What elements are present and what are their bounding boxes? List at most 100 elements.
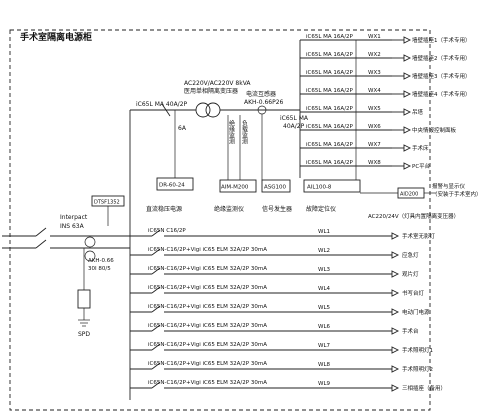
lower-load-label: 手术照明灯2 bbox=[402, 365, 433, 373]
main-breaker-rating: 6A bbox=[178, 125, 187, 132]
akh-label-2: 30I 80/5 bbox=[88, 266, 111, 272]
lower-circuit-id: WL5 bbox=[318, 305, 331, 311]
arrow-icon bbox=[403, 108, 412, 116]
lower-circuit-row: iC65N-C16/2P+Vigi iC65 ELM 32A/2P 30mA WL… bbox=[130, 266, 419, 278]
upper-breaker-label: iC65L MA 16A/2P bbox=[306, 88, 354, 94]
ct-label-2: AKH-0.66P26 bbox=[244, 99, 284, 106]
transformer-label-2: 医用单相隔离变压器 bbox=[184, 87, 238, 95]
secondary-breaker-label-2: 40A/2P bbox=[283, 123, 305, 130]
upper-load-label: 中央情报控制面板 bbox=[412, 126, 457, 134]
arrow-icon bbox=[391, 232, 400, 240]
upper-load-label: 墙壁插座3（手术专用） bbox=[412, 72, 471, 80]
lower-breaker-label: iC65N C16/2P bbox=[148, 228, 186, 234]
arrow-icon bbox=[391, 251, 400, 259]
upper-circuit-id: WX4 bbox=[368, 88, 381, 94]
arrow-icon bbox=[391, 327, 400, 335]
arrow-icon bbox=[403, 90, 412, 98]
arrow-icon bbox=[403, 162, 412, 170]
lower-load-label: 应急灯 bbox=[402, 251, 419, 259]
alarm-label-2: （安装于手术室内） bbox=[432, 190, 482, 198]
arrow-icon bbox=[403, 36, 412, 44]
interpact-label-1: Interpact bbox=[60, 214, 88, 221]
upper-circuit-id: WX2 bbox=[368, 52, 381, 58]
aid-device-label: AID200 bbox=[400, 192, 418, 198]
upper-load-label: 墙壁插座1（手术专用） bbox=[412, 36, 471, 44]
ail-device-label: AIL100-8 bbox=[307, 185, 332, 191]
upper-circuit-row: iC65L MA 16A/2P WX7 手术床 bbox=[300, 142, 429, 152]
arrow-icon bbox=[391, 289, 400, 297]
lower-circuit-id: WL1 bbox=[318, 229, 330, 235]
lower-breaker-label: iC65N-C16/2P+Vigi iC65 ELM 32A/2P 30mA bbox=[148, 304, 267, 310]
upper-circuit-id: WX8 bbox=[368, 160, 381, 166]
lower-load-label: 手术室无影灯 bbox=[402, 232, 436, 240]
lower-circuit-row: iC65N-C16/2P+Vigi iC65 ELM 32A/2P 30mA WL… bbox=[130, 323, 419, 335]
cabinet-outline bbox=[9, 29, 431, 411]
transformer-secondary-coil bbox=[205, 102, 221, 118]
upper-load-label: 墙壁插座4（手术专用） bbox=[412, 90, 471, 98]
arrow-icon bbox=[391, 384, 400, 392]
column-header-dc-supply: 直流稳压电源 bbox=[146, 205, 182, 213]
transformer-section: AC220V/AC220V 8kVA 医用单相隔离变压器 iC65L MA 40… bbox=[136, 80, 309, 193]
arrow-icon bbox=[391, 346, 400, 354]
upper-breaker-label: iC65L MA 16A/2P bbox=[306, 52, 354, 58]
upper-breaker-label: iC65L MA 16A/2P bbox=[306, 124, 354, 130]
arrow-icon bbox=[403, 126, 412, 134]
lower-breaker-label: iC65N-C16/2P+Vigi iC65 ELM 32A/2P 30mA bbox=[148, 342, 267, 348]
lower-breaker-label: iC65N-C16/2P+Vigi iC65 ELM 32A/2P 30mA bbox=[148, 247, 267, 253]
upper-circuit-row: iC65L MA 16A/2P WX8 PC平台 bbox=[300, 160, 431, 170]
upper-breaker-label: iC65L MA 16A/2P bbox=[306, 142, 354, 148]
lamp-supply-label: AC220/24V（灯具内置隔离变压器） bbox=[368, 212, 459, 220]
column-header-insulation-monitor: 绝缘监测仪 bbox=[214, 205, 244, 213]
upper-load-label: 墙壁插座2（手术专用） bbox=[412, 54, 471, 62]
upper-load-label: 手术床 bbox=[412, 144, 429, 152]
upper-breaker-label: iC65L MA 16A/2P bbox=[306, 70, 354, 76]
asg-device-label: ASG100 bbox=[264, 185, 287, 191]
lower-circuit-id: WL2 bbox=[318, 248, 330, 254]
lower-circuit-row: iC65N-C16/2P+Vigi iC65 ELM 32A/2P 30mA WL… bbox=[130, 247, 419, 259]
lower-circuit-id: WL3 bbox=[318, 267, 331, 273]
aim-device-label: AIM-M200 bbox=[221, 185, 249, 191]
arrow-icon bbox=[403, 144, 412, 152]
column-header-signal-generator: 信号发生器 bbox=[262, 205, 292, 213]
lower-circuit-row: iC65N-C16/2P+Vigi iC65 ELM 32A/2P 30mA WL… bbox=[130, 342, 433, 354]
dtsf-meter-label: DTSF1352 bbox=[94, 200, 120, 206]
alarm-label-1: 报警与显示仪 bbox=[432, 182, 466, 190]
upper-circuit-id: WX7 bbox=[368, 142, 381, 148]
secondary-breaker-label-1: iC65L MA bbox=[280, 115, 309, 122]
arrow-icon bbox=[403, 72, 412, 80]
lower-breaker-label: iC65N-C16/2P+Vigi iC65 ELM 32A/2P 30mA bbox=[148, 380, 267, 386]
arrow-icon bbox=[391, 270, 400, 278]
lower-circuit-id: WL7 bbox=[318, 343, 331, 349]
lower-load-label: 观片灯 bbox=[402, 270, 419, 278]
upper-circuit-row: iC65L MA 16A/2P WX4 墙壁插座4（手术专用） bbox=[300, 88, 471, 98]
spd-label: SPD bbox=[78, 331, 90, 338]
arrow-icon bbox=[403, 54, 412, 62]
upper-circuit-row: iC65L MA 16A/2P WX2 墙壁插座2（手术专用） bbox=[300, 52, 471, 62]
lower-breaker-label: iC65N-C16/2P+Vigi iC65 ELM 32A/2P 30mA bbox=[148, 285, 267, 291]
main-breaker-label: iC65L MA 40A/2P bbox=[136, 101, 188, 108]
lower-breaker-label: iC65N-C16/2P+Vigi iC65 ELM 32A/2P 30mA bbox=[148, 323, 267, 329]
column-headers: 直流稳压电源 绝缘监测仪 信号发生器 故障定位仪 bbox=[146, 205, 336, 213]
upper-circuit-id: WX3 bbox=[368, 70, 381, 76]
diagram-title: 手术室隔离电源柜 bbox=[20, 31, 92, 43]
upper-breaker-label: iC65L MA 16A/2P bbox=[306, 160, 354, 166]
lower-load-label: 书写台灯 bbox=[402, 289, 425, 297]
lower-circuit-id: WL6 bbox=[318, 324, 331, 330]
lower-load-label: 手术台 bbox=[402, 327, 419, 335]
akh-label-1: AKH-0.66 bbox=[88, 258, 114, 264]
arrow-icon bbox=[391, 365, 400, 373]
upper-load-label: PC平台 bbox=[412, 162, 431, 170]
upper-load-label: 吊塔 bbox=[412, 108, 424, 116]
load-monitor-label: 负载监测 bbox=[241, 119, 248, 145]
lower-breaker-label: iC65N-C16/2P+Vigi iC65 ELM 32A/2P 30mA bbox=[148, 266, 267, 272]
lower-circuits: iC65N C16/2P WL1 手术室无影灯 iC65N-C16/2P+Vigi i… bbox=[130, 228, 446, 392]
incomer-section: Interpact INS 63A DTSF1352 AKH-0.66 30I … bbox=[2, 195, 130, 338]
upper-breaker-label: iC65L MA 16A/2P bbox=[306, 106, 354, 112]
